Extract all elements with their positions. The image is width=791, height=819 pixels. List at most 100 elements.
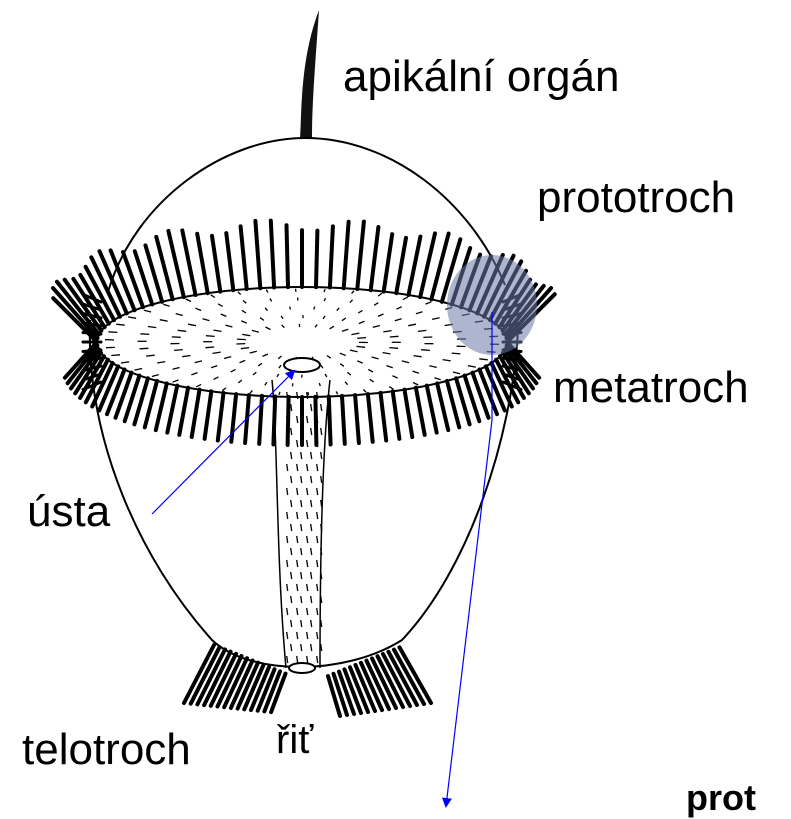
oral-dash xyxy=(418,330,427,331)
metatroch-cilium xyxy=(427,386,437,433)
gut-dash xyxy=(317,608,318,615)
oral-dash xyxy=(265,308,268,311)
anus-opening xyxy=(289,663,315,673)
gut-dash xyxy=(311,572,312,579)
gut-dash xyxy=(297,560,298,567)
metatroch-cilium xyxy=(205,391,212,439)
oral-dash xyxy=(330,326,334,329)
oral-dash xyxy=(327,356,331,359)
gut-dash xyxy=(297,440,298,447)
gut-dash xyxy=(317,536,318,543)
oral-dash xyxy=(178,330,187,331)
mouth-opening xyxy=(284,358,320,372)
oral-dash xyxy=(324,298,325,301)
oral-dash xyxy=(173,368,180,370)
gut-dash xyxy=(297,632,298,639)
oral-dash xyxy=(319,383,320,386)
oral-dash xyxy=(224,357,231,359)
oral-dash xyxy=(148,327,156,328)
oral-dash xyxy=(315,325,317,328)
gut-dash xyxy=(301,548,302,555)
oral-dash xyxy=(350,300,353,303)
oral-dash xyxy=(266,290,268,293)
oral-dash xyxy=(357,338,366,339)
prototroch-cilium xyxy=(344,222,349,288)
oral-dash xyxy=(140,348,149,349)
gut-dash xyxy=(291,452,292,459)
gut-dash xyxy=(311,620,312,627)
label-apical-organ: apikální orgán xyxy=(343,55,619,99)
oral-dash xyxy=(374,303,378,306)
oral-dash xyxy=(359,321,365,323)
gut-dash xyxy=(317,488,318,495)
oral-dash xyxy=(408,324,416,326)
label-telotroch: telotroch xyxy=(22,728,191,772)
gut-dash xyxy=(321,500,322,507)
gut-dash xyxy=(307,584,308,591)
gut-dash xyxy=(307,464,308,471)
oral-dash xyxy=(432,318,440,320)
oral-dash xyxy=(373,326,380,328)
oral-dash xyxy=(211,295,215,298)
oral-dash xyxy=(372,357,379,359)
oral-dash xyxy=(358,310,362,313)
gut-dash xyxy=(311,500,312,507)
gut-dash xyxy=(307,512,308,519)
oral-dash xyxy=(426,302,432,304)
metatroch-cilium xyxy=(179,388,188,435)
gut-dash xyxy=(297,512,298,519)
metatroch-cilium xyxy=(231,394,236,442)
oral-dash xyxy=(265,382,267,385)
oral-dash xyxy=(292,383,293,386)
oral-dash xyxy=(250,351,257,353)
oral-dash xyxy=(383,331,391,332)
oral-dash xyxy=(191,373,197,375)
telotroch-right-cilia xyxy=(328,647,431,716)
gut-dash xyxy=(297,536,298,543)
oral-dash xyxy=(128,317,136,318)
oral-dash xyxy=(279,365,281,368)
gut-dash xyxy=(307,488,308,495)
gut-dash xyxy=(291,500,292,507)
oral-dash xyxy=(352,333,360,335)
oral-dash xyxy=(352,291,354,294)
oral-dash xyxy=(402,361,409,363)
oral-dash xyxy=(325,374,327,377)
oral-dash xyxy=(240,360,246,362)
oral-dash xyxy=(152,375,159,377)
oral-dash xyxy=(214,330,222,331)
oral-dash xyxy=(363,390,366,393)
prototroch-cilium xyxy=(330,226,333,287)
gut-dash xyxy=(301,620,302,627)
prototroch-cilium xyxy=(182,230,195,295)
oral-dash xyxy=(278,356,281,359)
prototroch-cilium xyxy=(371,227,379,290)
gut-dash xyxy=(311,428,312,435)
metatroch-pointer-arrow xyxy=(446,420,492,806)
gut-dash xyxy=(287,560,288,567)
oral-dash xyxy=(314,307,315,310)
gut-dash xyxy=(297,608,298,615)
oral-dash xyxy=(357,361,363,363)
oral-dash xyxy=(121,362,129,363)
oral-dash xyxy=(173,380,179,382)
gut-dash xyxy=(287,608,288,615)
oral-dash xyxy=(342,318,346,321)
oral-dash xyxy=(347,372,350,375)
prototroch-cilium xyxy=(123,252,143,307)
oral-dash xyxy=(421,350,430,351)
oral-dash xyxy=(282,325,285,328)
gut-dash xyxy=(307,632,308,639)
oral-dash xyxy=(370,379,374,382)
label-prototroch: prototroch xyxy=(537,176,735,220)
oral-dash xyxy=(453,372,460,374)
gut-dash xyxy=(311,476,312,483)
oral-dash xyxy=(195,361,202,363)
metatroch-cilium xyxy=(405,390,413,437)
oral-dash xyxy=(336,391,338,394)
oral-dash xyxy=(160,320,168,322)
gut-dash xyxy=(297,488,298,495)
oral-dash xyxy=(342,329,348,331)
oral-dash xyxy=(378,293,382,296)
gut-dash xyxy=(321,452,322,459)
